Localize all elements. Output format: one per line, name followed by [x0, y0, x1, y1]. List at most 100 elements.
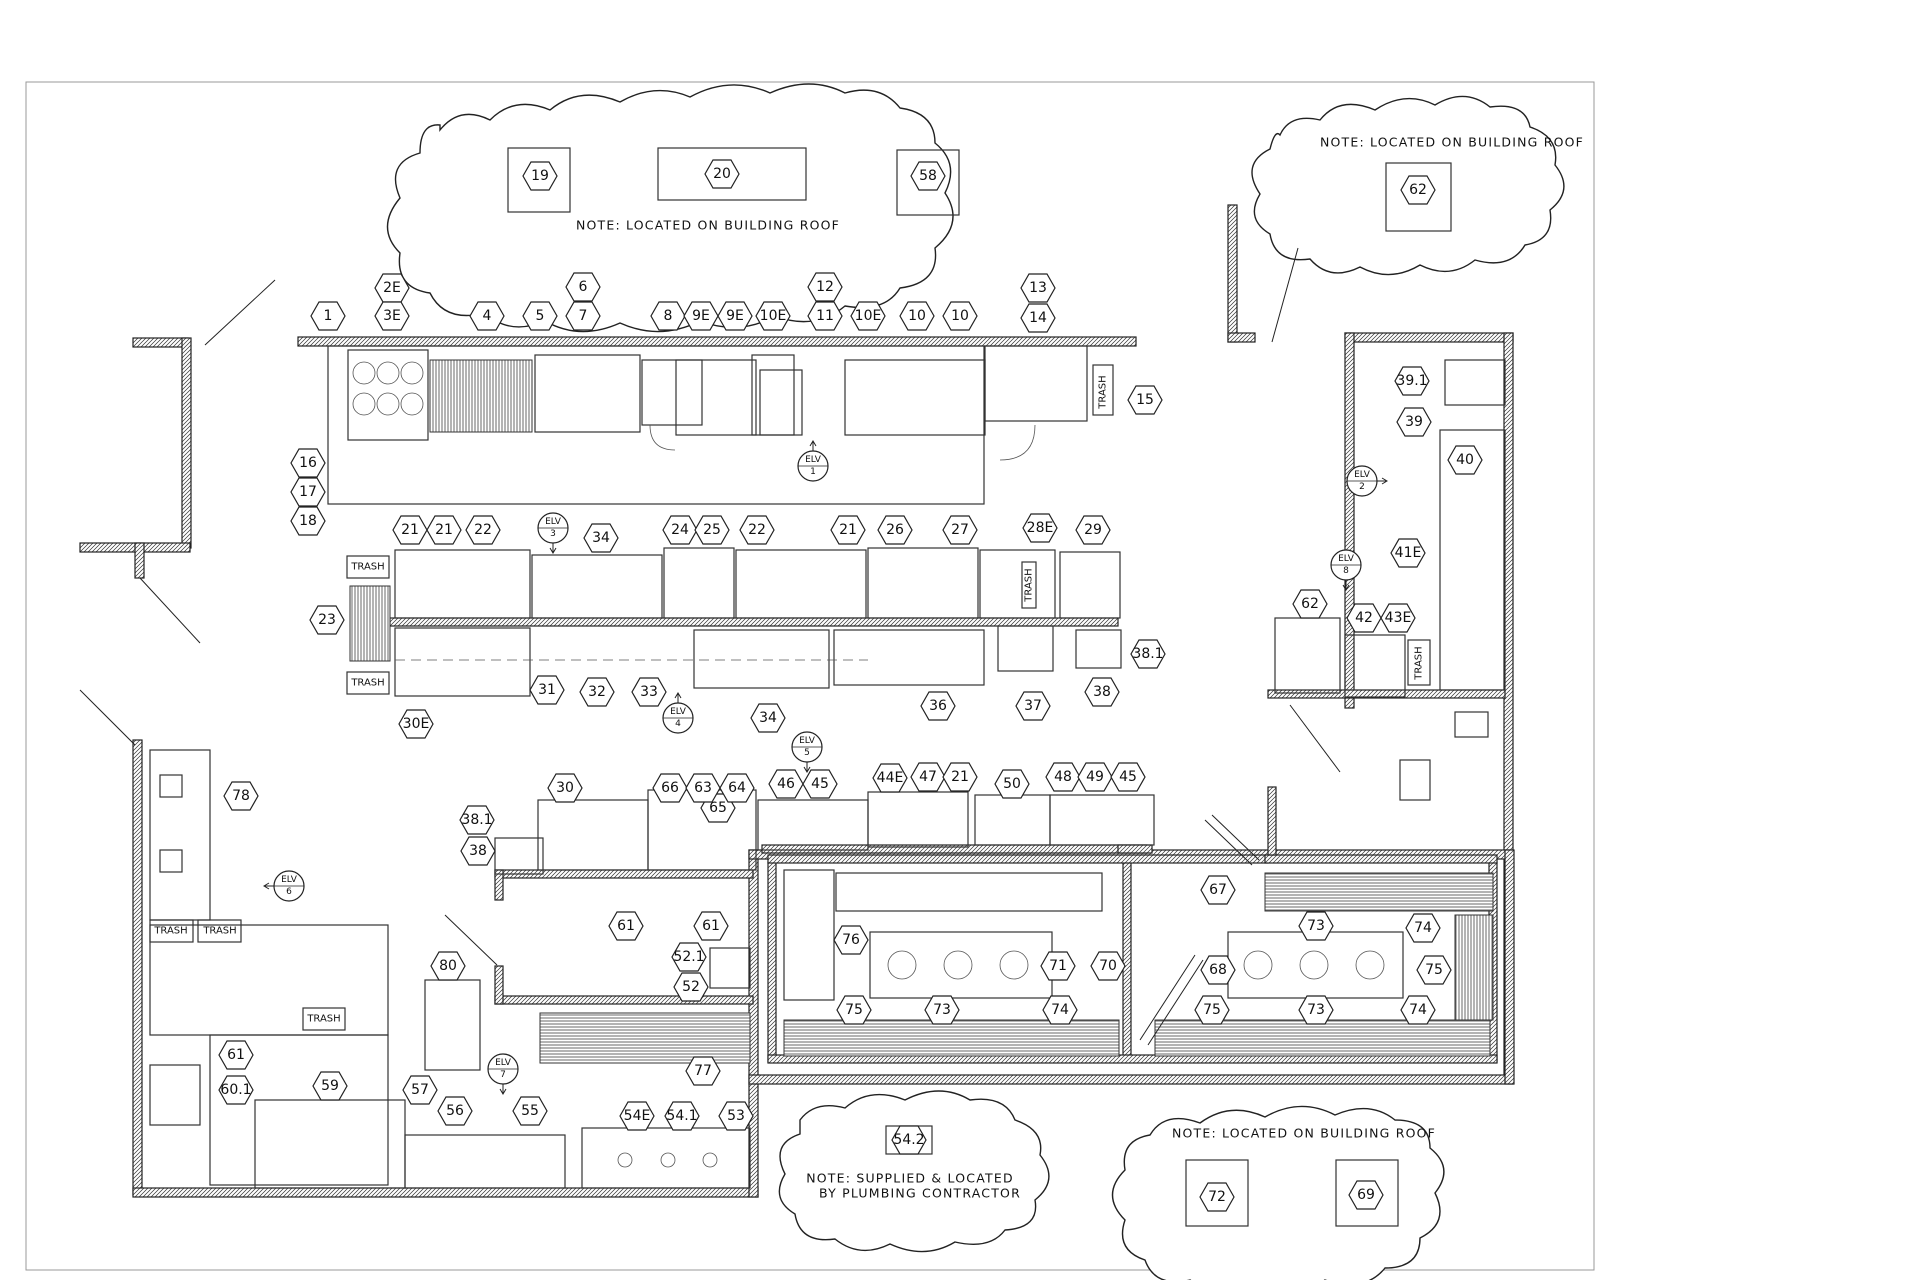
svg-text:7: 7 [500, 1070, 506, 1080]
tag-62-roof: 62 [1409, 182, 1427, 198]
elv-marker-7: ELV 7 [487, 1053, 519, 1095]
tag-58: 58 [919, 168, 937, 184]
tag-66: 66 [661, 780, 679, 796]
tag-39: 39 [1405, 414, 1423, 430]
svg-text:ELV: ELV [495, 1058, 512, 1068]
tag-71: 71 [1049, 958, 1067, 974]
tag-38-1-a: 38.1 [1132, 646, 1163, 662]
tag-38-1-b: 38.1 [461, 812, 492, 828]
tag-39-1: 39.1 [1396, 373, 1427, 389]
roof-cloud-bottom: NOTE: LOCATED ON BUILDING ROOF [1111, 1105, 1445, 1280]
tag-52-1: 52.1 [673, 949, 704, 965]
tag-61-c: 61 [227, 1047, 245, 1063]
trash-label-left-1: TRASH [350, 562, 384, 573]
tag-12: 12 [816, 279, 834, 295]
tag-52: 52 [682, 979, 700, 995]
tag-69: 69 [1357, 1187, 1375, 1203]
svg-text:ELV: ELV [670, 707, 687, 717]
svg-text:8: 8 [1343, 566, 1349, 576]
elv-marker-1: ELV 1 [797, 440, 829, 482]
tag-2e: 2E [383, 280, 401, 296]
tag-14: 14 [1029, 310, 1047, 326]
tag-68: 68 [1209, 962, 1227, 978]
tag-46: 46 [777, 776, 795, 792]
tag-24: 24 [671, 522, 689, 538]
tag-67: 67 [1209, 882, 1227, 898]
tag-36: 36 [929, 698, 947, 714]
tag-13: 13 [1029, 280, 1047, 296]
tag-34-b: 34 [759, 710, 777, 726]
roof-cloud-right: NOTE: LOCATED ON BUILDING ROOF [1251, 95, 1584, 343]
tag-44e: 44E [877, 770, 904, 786]
svg-text:ELV: ELV [545, 517, 562, 527]
tag-23: 23 [318, 612, 336, 628]
elv-marker-3: ELV 3 [537, 512, 569, 554]
tag-4: 4 [483, 308, 492, 324]
svg-text:ELV: ELV [799, 736, 816, 746]
trash-label-right: TRASH [1414, 646, 1425, 680]
tag-10e-b: 10E [855, 308, 882, 324]
tag-30e: 30E [403, 716, 430, 732]
svg-text:4: 4 [675, 719, 681, 729]
svg-text:ELV: ELV [1338, 554, 1355, 564]
tag-21-d: 21 [951, 769, 969, 785]
tag-80: 80 [439, 958, 457, 974]
tag-33: 33 [640, 684, 658, 700]
plumbing-note-2: BY PLUMBING CONTRACTOR [819, 1186, 1021, 1201]
tag-30: 30 [556, 780, 574, 796]
tag-25: 25 [703, 522, 721, 538]
tag-20: 20 [713, 166, 731, 182]
tag-57: 57 [411, 1082, 429, 1098]
tag-18: 18 [299, 513, 317, 529]
tag-21-c: 21 [839, 522, 857, 538]
elv-marker-4: ELV 4 [662, 692, 694, 734]
roof-note: NOTE: LOCATED ON BUILDING ROOF [576, 218, 840, 233]
tag-45-b: 45 [1119, 769, 1137, 785]
tag-74-c: 74 [1409, 1002, 1427, 1018]
tag-21-b: 21 [435, 522, 453, 538]
equipment: TRASH TRASH TRASH TRASH [79, 279, 1506, 1189]
tag-41e: 41E [1395, 545, 1422, 561]
tag-43e: 43E [1385, 610, 1412, 626]
roof-cloud-top: NOTE: LOCATED ON BUILDING ROOF [386, 83, 960, 333]
tag-37: 37 [1024, 698, 1042, 714]
tag-56: 56 [446, 1103, 464, 1119]
tag-31: 31 [538, 682, 556, 698]
tag-16: 16 [299, 455, 317, 471]
tag-19: 19 [531, 168, 549, 184]
tag-50: 50 [1003, 776, 1021, 792]
svg-text:3: 3 [550, 529, 556, 539]
plumbing-note-1: NOTE: SUPPLIED & LOCATED [806, 1171, 1014, 1186]
tag-61-b: 61 [702, 918, 720, 934]
tag-1: 1 [324, 308, 333, 324]
elv-marker-6: ELV 6 [263, 870, 305, 902]
tag-62: 62 [1301, 596, 1319, 612]
tag-73-a: 73 [933, 1002, 951, 1018]
tag-61-a: 61 [617, 918, 635, 934]
tag-3e: 3E [383, 308, 401, 324]
svg-text:5: 5 [804, 748, 810, 758]
tag-6: 6 [579, 279, 588, 295]
roof-note-right: NOTE: LOCATED ON BUILDING ROOF [1320, 135, 1584, 150]
tag-5: 5 [536, 308, 545, 324]
tag-7: 7 [579, 308, 588, 324]
plumbing-cloud: NOTE: SUPPLIED & LOCATED BY PLUMBING CON… [778, 1090, 1050, 1253]
tag-55: 55 [521, 1103, 539, 1119]
tag-77: 77 [694, 1063, 712, 1079]
tag-21-a: 21 [401, 522, 419, 538]
tag-10-a: 10 [908, 308, 926, 324]
tag-15: 15 [1136, 392, 1154, 408]
tag-59: 59 [321, 1078, 339, 1094]
svg-text:6: 6 [286, 887, 292, 897]
sheet-border [25, 81, 1595, 1271]
tag-54-1: 54.1 [666, 1108, 697, 1124]
equipment-tags: 1 2E 3E 4 5 6 7 8 9E 9E 10E 12 11 10E 10… [218, 159, 1483, 1212]
tag-72: 72 [1208, 1189, 1226, 1205]
svg-text:ELV: ELV [1354, 470, 1371, 480]
tag-70: 70 [1099, 958, 1117, 974]
tag-48: 48 [1054, 769, 1072, 785]
tag-75-b: 75 [1425, 962, 1443, 978]
tag-29: 29 [1084, 522, 1102, 538]
trash-label-top: TRASH [1098, 375, 1109, 409]
trash-label-dining-1: TRASH [153, 926, 187, 937]
